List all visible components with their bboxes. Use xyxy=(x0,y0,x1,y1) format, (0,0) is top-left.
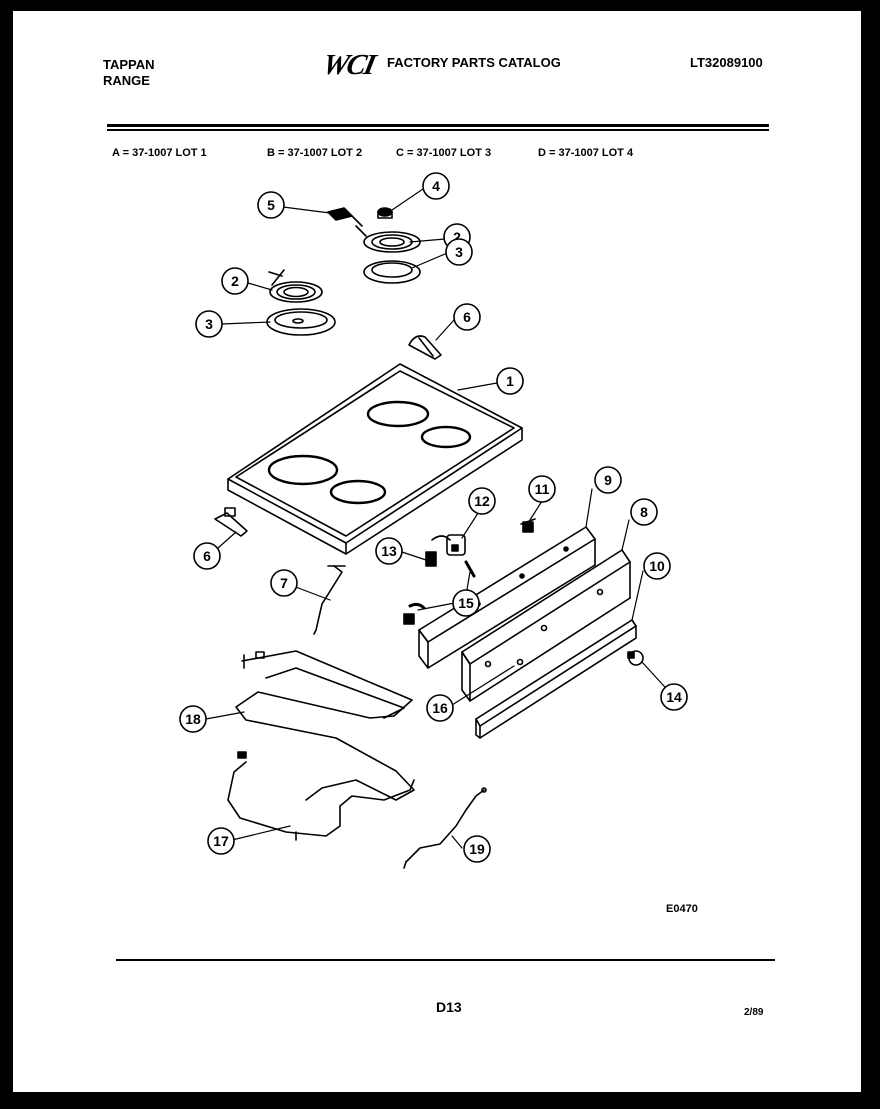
callout-1: 1 xyxy=(496,367,524,395)
switch-part-15 xyxy=(403,560,476,625)
brand: TAPPAN RANGE xyxy=(103,57,155,89)
callout-17: 17 xyxy=(207,827,235,855)
support-rod xyxy=(313,565,346,635)
receptacle-part xyxy=(327,207,363,227)
catalog-title: FACTORY PARTS CATALOG xyxy=(387,55,561,70)
right-surface-element xyxy=(355,225,421,253)
svg-text:16: 16 xyxy=(432,700,448,716)
svg-text:5: 5 xyxy=(267,197,275,213)
svg-text:1: 1 xyxy=(506,373,514,389)
header-rule-bottom xyxy=(107,129,769,131)
svg-text:11: 11 xyxy=(535,481,550,497)
page-number: D13 xyxy=(436,999,462,1015)
trim-strip xyxy=(475,619,637,739)
callout-16: 16 xyxy=(426,694,454,722)
lower-element xyxy=(227,751,415,841)
bracket-part-top xyxy=(408,335,442,360)
print-date: 2/89 xyxy=(744,1007,764,1018)
callout-5: 5 xyxy=(257,191,285,219)
upper-element xyxy=(235,650,415,801)
svg-text:2: 2 xyxy=(231,273,239,289)
svg-text:17: 17 xyxy=(213,833,229,849)
callout-13: 13 xyxy=(375,537,403,565)
brand-line-1: TAPPAN xyxy=(103,57,155,72)
svg-text:10: 10 xyxy=(649,558,665,574)
svg-text:18: 18 xyxy=(185,711,201,727)
leader-lines xyxy=(205,188,675,849)
svg-text:8: 8 xyxy=(640,504,648,520)
brand-line-2: RANGE xyxy=(103,73,150,88)
cooktop-panel xyxy=(227,363,523,555)
svg-text:12: 12 xyxy=(474,493,490,509)
bracket-part-bottom xyxy=(214,507,248,537)
svg-text:15: 15 xyxy=(458,595,474,611)
callout-19: 19 xyxy=(463,835,491,863)
callout-11: 11 xyxy=(528,475,556,503)
header-rule-top xyxy=(107,124,769,127)
callout-2-left: 2 xyxy=(221,267,249,295)
svg-text:9: 9 xyxy=(604,472,612,488)
callout-8: 8 xyxy=(630,498,658,526)
control-rail xyxy=(418,526,596,669)
lot-b: B = 37-1007 LOT 2 xyxy=(267,147,363,159)
switch-part-11 xyxy=(520,518,536,533)
lot-c: C = 37-1007 LOT 3 xyxy=(396,147,492,159)
svg-text:14: 14 xyxy=(666,689,682,705)
svg-text:4: 4 xyxy=(432,178,440,194)
footer-rule xyxy=(116,959,775,961)
knob-part xyxy=(377,207,393,219)
svg-text:7: 7 xyxy=(280,575,288,591)
callout-3-left: 3 xyxy=(195,310,223,338)
svg-text:3: 3 xyxy=(205,316,213,332)
callout-18: 18 xyxy=(179,705,207,733)
callout-12: 12 xyxy=(468,487,496,515)
svg-text:19: 19 xyxy=(469,841,485,857)
switch-part-12 xyxy=(431,534,466,556)
lot-d: D = 37-1007 LOT 4 xyxy=(538,147,634,159)
lot-a: A = 37-1007 LOT 1 xyxy=(112,147,207,159)
diagram-code: E0470 xyxy=(666,903,698,915)
right-drip-pan xyxy=(363,260,421,284)
svg-text:13: 13 xyxy=(381,543,397,559)
callouts: 4 5 2 2 3 3 6 1 6 12 11 9 8 13 10 7 15 1… xyxy=(179,172,688,863)
switch-part-13 xyxy=(425,551,437,567)
callout-14: 14 xyxy=(660,683,688,711)
model-number: LT32089100 xyxy=(690,55,763,70)
callout-6-bottom: 6 xyxy=(193,542,221,570)
callout-7: 7 xyxy=(270,569,298,597)
callout-9: 9 xyxy=(594,466,622,494)
callout-4: 4 xyxy=(422,172,450,200)
callout-15: 15 xyxy=(452,589,480,617)
svg-text:6: 6 xyxy=(463,309,471,325)
svg-text:2: 2 xyxy=(453,229,461,245)
callout-3-right: 3 xyxy=(445,238,473,266)
left-surface-element xyxy=(268,269,323,303)
callout-10: 10 xyxy=(643,552,671,580)
wire-part xyxy=(403,787,487,869)
svg-text:6: 6 xyxy=(203,548,211,564)
callout-6-top: 6 xyxy=(453,303,481,331)
switch-part-14 xyxy=(627,650,644,666)
rear-panel xyxy=(461,549,631,702)
left-drip-pan xyxy=(266,308,336,336)
svg-text:3: 3 xyxy=(455,244,463,260)
